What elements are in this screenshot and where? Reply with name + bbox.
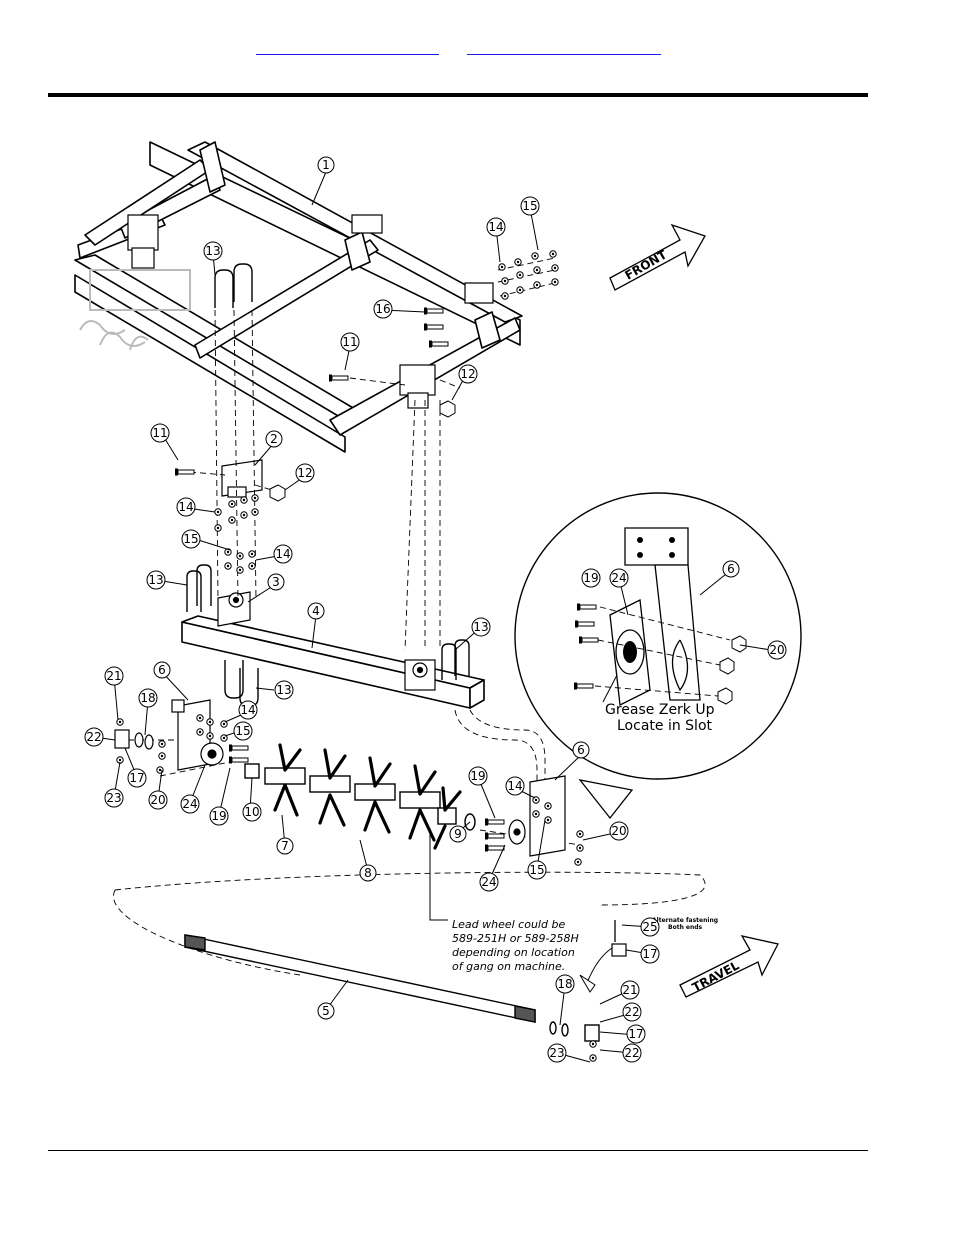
svg-text:17: 17	[129, 771, 144, 785]
gang-bar	[181, 615, 485, 709]
svg-text:13: 13	[205, 244, 220, 258]
svg-text:18: 18	[140, 691, 155, 705]
svg-text:11: 11	[342, 335, 357, 349]
header-link-1[interactable]	[256, 42, 439, 55]
svg-text:25: 25	[642, 920, 657, 934]
svg-text:11: 11	[152, 426, 167, 440]
svg-text:19: 19	[211, 809, 226, 823]
lead-wheel-note: Lead wheel could be 589-251H or 589-258H…	[429, 828, 579, 973]
frame-clamp	[127, 214, 494, 409]
axle-shaft	[184, 934, 600, 1042]
svg-text:10: 10	[244, 805, 259, 819]
svg-text:Lead wheel could be: Lead wheel could be	[452, 918, 565, 931]
svg-text:23: 23	[549, 1046, 564, 1060]
svg-text:of gang on machine.: of gang on machine.	[452, 960, 565, 973]
svg-text:1: 1	[322, 158, 330, 172]
svg-text:13: 13	[148, 573, 163, 587]
svg-text:589-251H or 589-258H: 589-251H or 589-258H	[452, 932, 579, 945]
svg-text:Alternate fastening: Alternate fastening	[652, 917, 718, 924]
callout-labels: 1 2 3 4 5 6 6 6 7 8 9 10 11 11 12 12 13 …	[86, 158, 784, 1060]
svg-text:13: 13	[276, 683, 291, 697]
svg-text:6: 6	[158, 663, 166, 677]
svg-text:20: 20	[611, 824, 626, 838]
svg-text:23: 23	[106, 791, 121, 805]
svg-text:15: 15	[522, 199, 537, 213]
header-rule	[48, 93, 868, 97]
svg-text:14: 14	[507, 779, 522, 793]
svg-text:4: 4	[312, 604, 320, 618]
svg-text:7: 7	[281, 839, 289, 853]
background-gang	[79, 269, 191, 351]
svg-text:5: 5	[322, 1004, 330, 1018]
svg-text:19: 19	[583, 571, 598, 585]
svg-text:20: 20	[769, 643, 784, 657]
right-bearing-bracket	[508, 775, 566, 857]
hardware-hex-nuts	[269, 400, 456, 502]
svg-text:Locate in Slot: Locate in Slot	[617, 718, 713, 734]
svg-text:24: 24	[182, 797, 197, 811]
svg-text:17: 17	[642, 947, 657, 961]
svg-text:13: 13	[473, 620, 488, 634]
svg-text:15: 15	[183, 532, 198, 546]
alternate-fastening-inset: Alternate fastening Both ends	[579, 917, 718, 993]
svg-text:20: 20	[150, 793, 165, 807]
svg-text:24: 24	[611, 571, 626, 585]
svg-text:Grease Zerk Up: Grease Zerk Up	[605, 702, 715, 718]
svg-text:22: 22	[624, 1005, 639, 1019]
svg-text:6: 6	[577, 743, 585, 757]
svg-text:8: 8	[364, 866, 372, 880]
svg-text:14: 14	[240, 703, 255, 717]
svg-text:21: 21	[622, 983, 637, 997]
svg-text:2: 2	[270, 432, 278, 446]
svg-text:14: 14	[178, 500, 193, 514]
svg-text:19: 19	[470, 769, 485, 783]
callouts	[84, 156, 787, 1063]
front-arrow: FRONT	[609, 223, 706, 291]
svg-text:14: 14	[488, 220, 503, 234]
svg-text:22: 22	[86, 730, 101, 744]
svg-text:12: 12	[297, 466, 312, 480]
hardware-bolts	[174, 307, 505, 852]
svg-text:14: 14	[275, 547, 290, 561]
svg-text:21: 21	[106, 669, 121, 683]
detail-view: Grease Zerk Up Locate in Slot	[514, 492, 802, 820]
svg-text:6: 6	[727, 562, 735, 576]
svg-text:Both ends: Both ends	[668, 924, 703, 931]
upper-brackets	[217, 459, 436, 691]
svg-text:22: 22	[624, 1046, 639, 1060]
svg-text:16: 16	[375, 302, 390, 316]
header-link-2[interactable]	[467, 42, 661, 55]
svg-text:depending on location: depending on location	[452, 946, 575, 959]
svg-text:12: 12	[460, 367, 475, 381]
u-bolts	[186, 263, 470, 707]
svg-text:17: 17	[628, 1027, 643, 1041]
svg-text:15: 15	[235, 724, 250, 738]
svg-text:24: 24	[481, 875, 496, 889]
svg-text:15: 15	[529, 863, 544, 877]
svg-text:9: 9	[454, 827, 462, 841]
travel-arrow: TRAVEL	[679, 935, 779, 998]
svg-text:FRONT: FRONT	[623, 247, 670, 282]
footer-rule	[48, 1150, 868, 1151]
tine-arms	[273, 743, 462, 850]
tine-wheels	[244, 763, 476, 831]
svg-text:3: 3	[272, 575, 280, 589]
svg-text:18: 18	[557, 977, 572, 991]
